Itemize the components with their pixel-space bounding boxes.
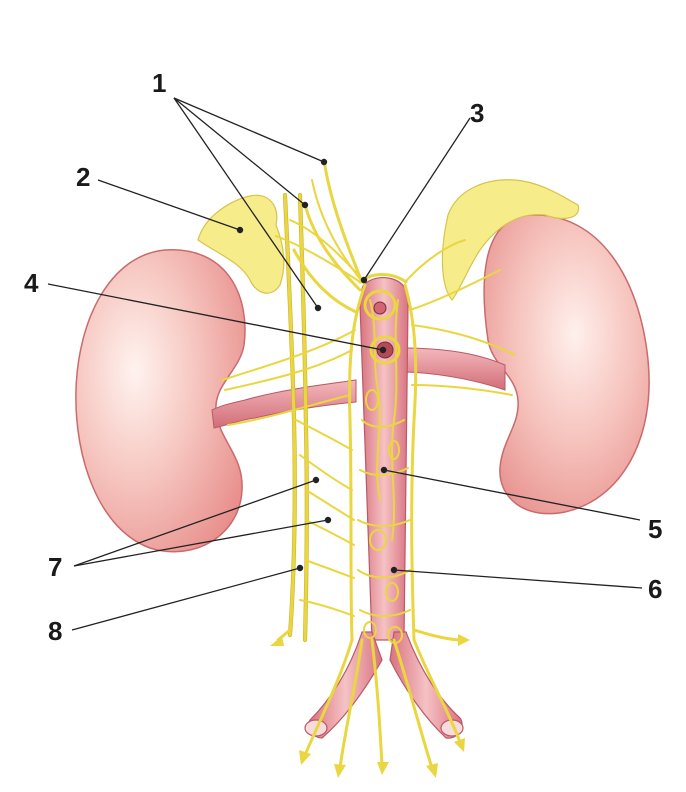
label-7: 7: [48, 552, 62, 582]
label-5: 5: [648, 514, 662, 544]
right-kidney: [483, 214, 650, 515]
label-1: 1: [152, 68, 166, 98]
left-kidney: [75, 249, 246, 553]
leader-lines: [47, 97, 643, 631]
communicating-rami: [295, 419, 355, 617]
abdominal-aorta: [359, 277, 409, 641]
hypogastric-nerves: [270, 628, 470, 778]
left-adrenal-gland: [197, 194, 285, 294]
aortic-plexus: [348, 273, 418, 644]
label-3: 3: [470, 98, 484, 128]
label-8: 8: [48, 616, 62, 646]
label-6: 6: [648, 574, 662, 604]
renal-plexus: [221, 219, 516, 426]
label-4: 4: [24, 268, 39, 298]
label-2: 2: [76, 162, 90, 192]
sympathetic-trunk: [282, 192, 309, 643]
splanchnic-nerves: [292, 158, 366, 314]
right-adrenal-gland: [441, 179, 580, 301]
right-renal-artery: [399, 347, 506, 391]
left-renal-artery: [211, 379, 357, 429]
